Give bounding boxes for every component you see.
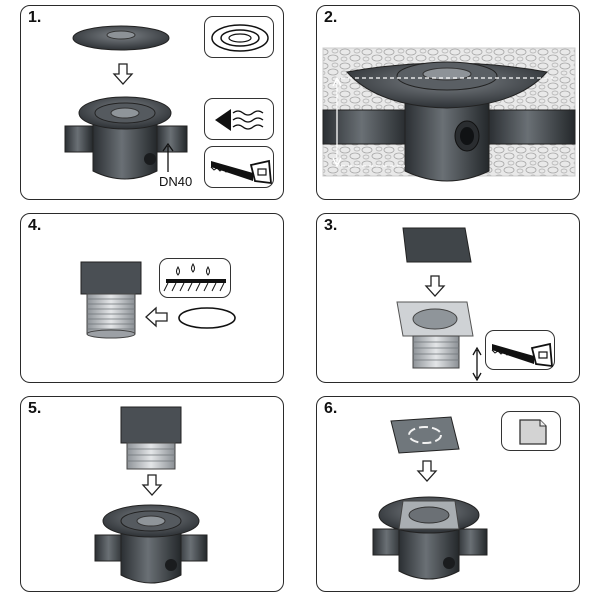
- finished-drain-illustration: [372, 416, 488, 580]
- step-number: 3.: [324, 217, 338, 234]
- down-arrow-icon: [112, 63, 134, 85]
- installed-drain-illustration: [322, 47, 576, 182]
- insert-into-body-illustration: [94, 406, 208, 584]
- panel-step-2: 2.: [316, 5, 580, 200]
- flange-cover-illustration: [72, 25, 170, 51]
- o-ring-icon: [178, 307, 236, 329]
- panel-step-6: 6.: [316, 396, 580, 592]
- down-arrow-icon: [424, 275, 446, 297]
- saw-badge: [204, 146, 274, 188]
- step-number: 2.: [324, 9, 338, 26]
- panel-step-5: 5.: [20, 396, 284, 592]
- water-flow-badge: [204, 98, 274, 140]
- saw-badge: [485, 330, 555, 370]
- down-arrow-icon: [141, 474, 163, 496]
- saw-icon: [210, 159, 272, 185]
- grate-illustration: [396, 227, 482, 382]
- panel-step-4: 4.: [20, 213, 284, 383]
- panel-step-1: 1. DN40: [20, 5, 284, 200]
- paper-sheet-icon: [519, 419, 547, 445]
- threaded-insert-illustration: [80, 261, 142, 339]
- panel-step-3: 3.: [316, 213, 580, 383]
- dn40-pointer-arrow: [162, 142, 174, 172]
- left-arrow-icon: [145, 306, 168, 328]
- saw-icon: [491, 342, 553, 368]
- water-flow-icon: [215, 109, 264, 131]
- drain-body-illustration: [64, 96, 188, 180]
- gasket-ring-badge: [204, 16, 274, 58]
- step-number: 5.: [28, 400, 42, 417]
- step-number: 4.: [28, 217, 42, 234]
- gasket-ring-icon: [211, 24, 269, 52]
- step-number: 1.: [28, 9, 42, 26]
- dn40-label: DN40: [159, 174, 193, 189]
- sealant-drops-icon: [163, 263, 226, 292]
- paper-badge: [501, 411, 561, 451]
- sealant-badge: [159, 258, 231, 298]
- step-number: 6.: [324, 400, 338, 417]
- down-arrow-icon: [416, 460, 438, 482]
